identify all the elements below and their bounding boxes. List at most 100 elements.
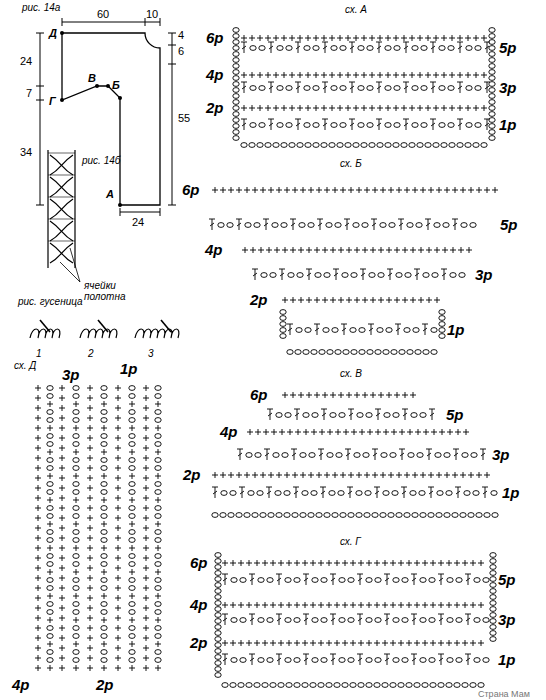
stroke (146, 615, 147, 621)
stroke (433, 602, 434, 608)
stroke (436, 35, 437, 41)
stroke (62, 515, 63, 521)
stroke (90, 655, 91, 661)
stroke (391, 187, 392, 193)
stroke (291, 223, 295, 226)
chain-stitch (277, 123, 283, 128)
stroke (118, 625, 119, 631)
stroke (38, 485, 39, 491)
chain-stitch (468, 513, 474, 518)
chain-stitch (404, 328, 410, 333)
chain-stitch (410, 491, 416, 496)
stroke (48, 153, 75, 154)
stroke (372, 72, 373, 78)
chain-stitch (129, 514, 135, 519)
chain-stitch (246, 453, 252, 458)
stroke (449, 640, 450, 646)
stroke (146, 605, 147, 611)
stroke (487, 187, 488, 193)
stroke (305, 640, 306, 646)
stroke (371, 219, 377, 220)
chain-stitch (490, 565, 496, 570)
stroke (297, 602, 298, 608)
chain-stitch (261, 273, 267, 278)
chain-stitch (215, 655, 221, 660)
chain-stitch (415, 350, 421, 355)
chain-stitch (101, 562, 107, 567)
chain-stitch (303, 350, 309, 355)
chain-stitch (339, 618, 345, 623)
stroke (305, 602, 306, 608)
stroke (357, 654, 363, 655)
stroke (62, 665, 63, 671)
stroke (461, 247, 462, 253)
stroke (50, 641, 51, 647)
stroke (292, 72, 293, 78)
stroke (351, 472, 352, 478)
stroke (458, 429, 459, 435)
chain-stitch (491, 491, 497, 496)
stroke (431, 46, 435, 49)
stroke (428, 35, 429, 41)
chain-stitch (270, 273, 276, 278)
stroke (484, 35, 485, 41)
chain-stitch (413, 328, 419, 333)
stroke (356, 105, 357, 111)
chain-stitch (475, 123, 481, 128)
stroke (36, 205, 44, 206)
chain-stitch (447, 578, 453, 583)
chain-stitch (233, 82, 239, 87)
stroke (90, 575, 91, 581)
stroke (90, 505, 91, 511)
chain-stitch (380, 223, 386, 228)
chain-stitch (277, 46, 283, 51)
chain-stitch (374, 683, 380, 688)
chain-stitch (240, 578, 246, 583)
stroke (338, 429, 339, 435)
stroke (423, 187, 424, 193)
stroke (345, 223, 349, 226)
stroke (479, 187, 480, 193)
chain-stitch (312, 658, 318, 663)
chain-stitch (101, 634, 107, 639)
chain-stitch (356, 513, 362, 518)
chain-stitch (300, 453, 306, 458)
stroke (380, 105, 381, 111)
stroke (340, 105, 341, 111)
stroke (323, 46, 327, 49)
chain-stitch (303, 413, 309, 418)
chain-stitch (101, 514, 107, 519)
stroke (241, 640, 242, 646)
stroke (385, 578, 389, 581)
chain-stitch (101, 578, 107, 583)
stroke (222, 654, 228, 655)
stroke (62, 555, 63, 561)
stroke (369, 602, 370, 608)
stroke (268, 42, 274, 43)
chain-stitch (412, 86, 418, 91)
stroke (316, 35, 317, 41)
stroke (330, 429, 331, 435)
stroke (247, 472, 248, 478)
chain-stitch (308, 223, 314, 228)
stroke (146, 455, 147, 461)
stroke (445, 247, 446, 253)
stroke (391, 472, 392, 478)
stroke (252, 35, 253, 41)
chain-stitch (459, 273, 465, 278)
stroke (168, 45, 176, 46)
stroke (90, 665, 91, 671)
stroke (265, 560, 266, 566)
chain-stitch (450, 273, 456, 278)
stroke (212, 487, 218, 488)
chain-stitch (466, 46, 472, 51)
stroke (429, 409, 435, 410)
stroke (62, 605, 63, 611)
chain-stitch (101, 554, 107, 559)
stroke (331, 658, 335, 661)
chain-stitch (490, 619, 496, 624)
chain-stitch (294, 618, 300, 623)
stroke (242, 46, 246, 49)
chain-stitch (343, 350, 349, 355)
chain-stitch (474, 618, 480, 623)
